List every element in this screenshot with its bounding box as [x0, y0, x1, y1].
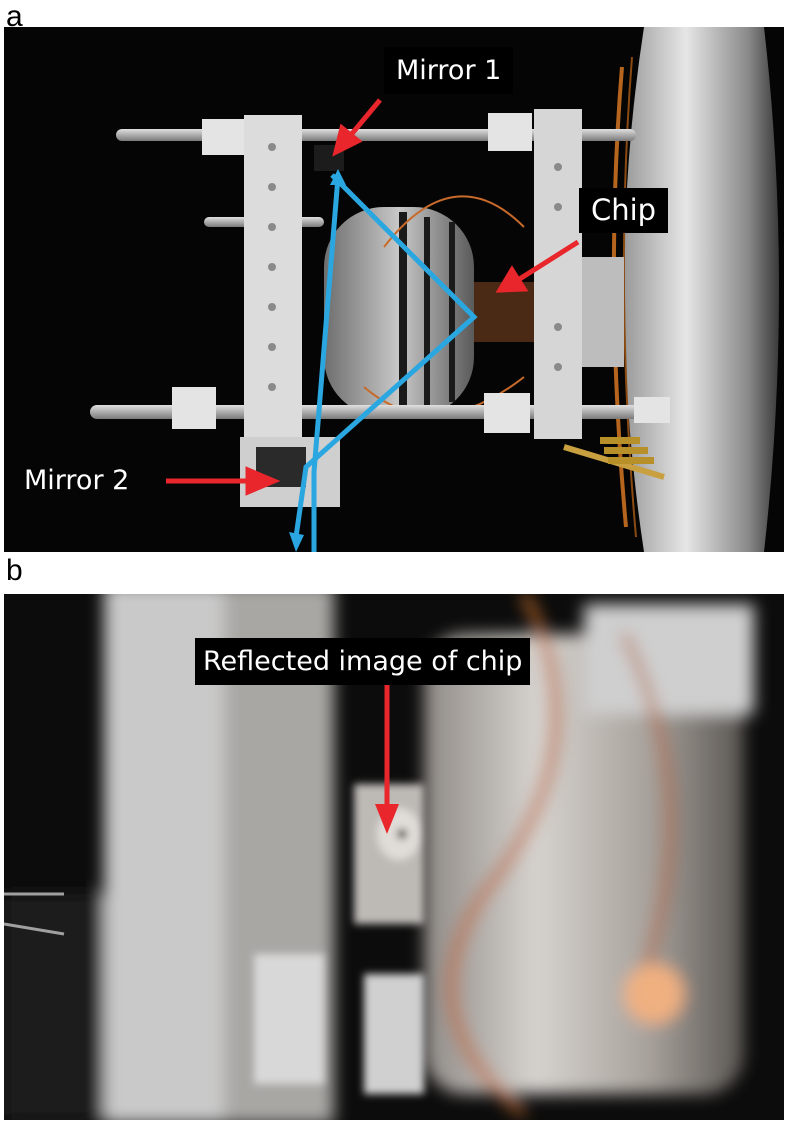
beam-path-1 [293, 173, 478, 538]
panel-a-photo [4, 27, 784, 552]
panel-a-illustration [90, 27, 779, 552]
mirror1-label: Mirror 1 [384, 47, 514, 94]
panel-a-letter: a [6, 0, 23, 33]
chip-arrowhead [495, 265, 529, 293]
beam-path-2 [311, 176, 341, 552]
panel-b-letter: b [6, 554, 23, 587]
mirror1-arrowhead [332, 123, 363, 157]
beam-arrowhead-top [330, 169, 346, 185]
reflected-label: Reflected image of chip [195, 638, 531, 685]
beam-arrowhead [289, 532, 304, 552]
mirror2-arrowhead [245, 466, 281, 496]
reflected-arrowhead [375, 804, 399, 834]
chip-label: Chip [579, 188, 669, 233]
mirror1-arrow [348, 98, 382, 138]
panel-b-arrows [375, 684, 399, 834]
panel-b-photo [4, 594, 784, 1120]
mirror2-label: Mirror 2 [24, 465, 130, 496]
panel-a-arrows [166, 98, 580, 496]
chip-arrow [516, 239, 580, 283]
